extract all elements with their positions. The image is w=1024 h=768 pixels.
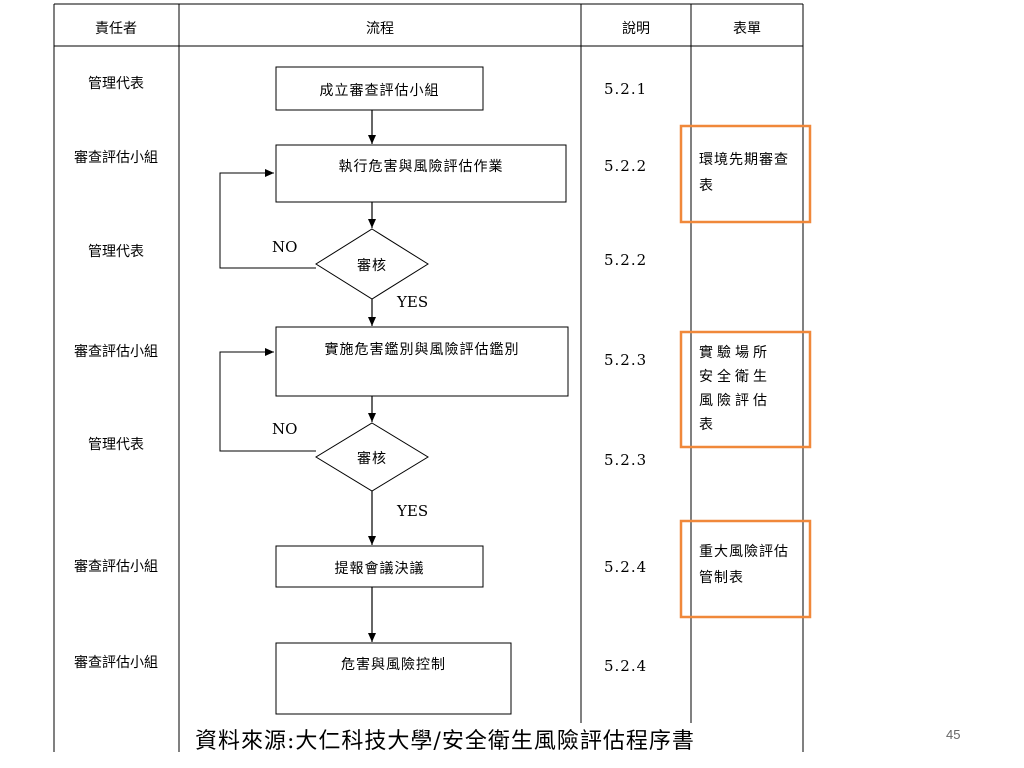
no-label-2: NO [272,420,298,438]
code-5: 5.2.3 [604,451,648,469]
header-form: 表單 [733,21,761,37]
responsible-1: 管理代表 [88,76,144,92]
process-box-1 [275,66,484,111]
step-1-text: 成立審查評估小組 [319,83,440,99]
code-4: 5.2.3 [604,351,648,369]
step-4-text: 提報會議決議 [334,561,425,577]
process-box-2 [275,144,567,203]
decision-1-text: 審核 [357,258,387,274]
step-2-text: 執行危害與風險評估作業 [338,159,504,175]
responsible-4: 審查評估小組 [74,344,158,360]
header-flow: 流程 [366,21,394,37]
process-box-5 [275,642,512,715]
decision-2-text: 審核 [357,451,387,467]
form-2-text: 實驗場所安全衛生風險評估表 [699,345,771,433]
no-loop-1 [219,169,316,269]
form-highlight-2 [679,330,812,449]
step-5-text: 危害與風險控制 [341,657,446,673]
step-3-text: 實施危害鑑別與風險評估鑑別 [324,342,520,358]
page-number: 45 [946,727,961,742]
responsible-6: 審查評估小組 [74,559,158,575]
responsible-5: 管理代表 [88,437,144,453]
form-1-text: 環境先期審查表 [699,152,789,194]
responsible-7: 審查評估小組 [74,655,158,671]
code-6: 5.2.4 [604,558,648,576]
form-3-text: 重大風險評估管制表 [699,544,789,586]
responsible-2: 審查評估小組 [74,150,158,166]
form-highlight-1 [679,124,812,224]
no-label-1: NO [272,238,298,256]
code-1: 5.2.1 [604,80,648,98]
yes-label-2: YES [397,502,429,520]
form-highlight-3 [679,519,812,619]
no-loop-2 [219,348,316,452]
process-box-3 [275,326,569,397]
responsible-3: 管理代表 [88,244,144,260]
yes-label-1: YES [397,293,429,311]
source-caption: 資料來源:大仁科技大學/安全衛生風險評估程序書 [195,723,695,755]
code-7: 5.2.4 [604,657,648,675]
header-responsible: 責任者 [95,21,137,37]
code-3: 5.2.2 [604,251,648,269]
header-description: 說明 [622,21,650,37]
code-2: 5.2.2 [604,157,648,175]
table-grid [53,3,804,752]
process-box-4 [275,545,484,588]
